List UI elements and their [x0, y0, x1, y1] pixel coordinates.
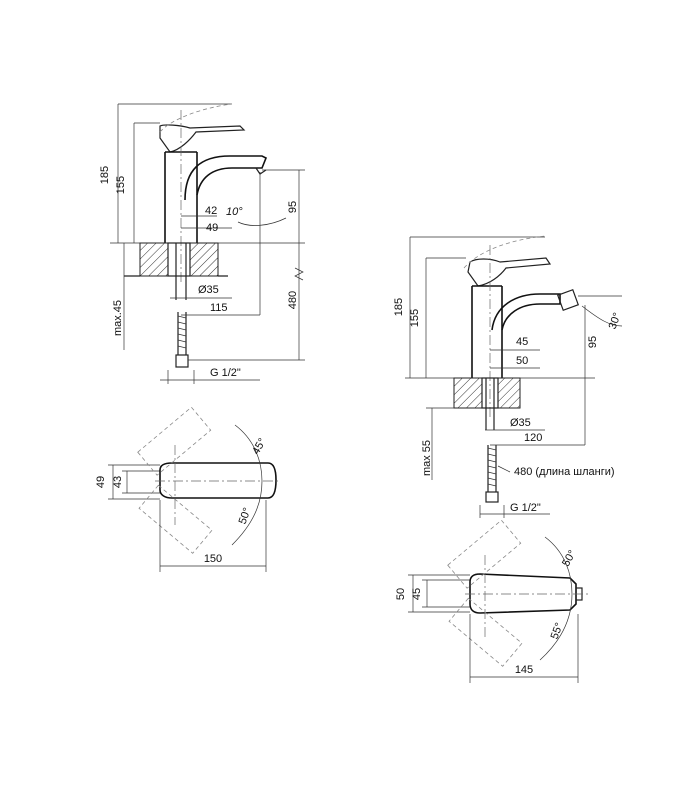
basin-dim-dia35: Ø35: [198, 284, 219, 296]
basin-dim-480: 480: [287, 291, 299, 309]
basin-dim-155: 155: [115, 176, 127, 194]
basin-top-angle-45: 45°: [250, 436, 269, 456]
bidet-faucet-top-view: [408, 519, 590, 683]
bidet-dim-thread: G 1/2": [510, 502, 541, 514]
basin-top-dim-49: 49: [95, 476, 107, 488]
bidet-faucet-side-view: [405, 235, 623, 518]
basin-dim-max45: max.45: [112, 300, 124, 336]
bidet-dim-hose: 480 (длина шланги): [514, 466, 615, 478]
bidet-dim-max55: max 55: [421, 440, 433, 476]
bidet-dim-50: 50: [516, 355, 528, 367]
bidet-top-dim-50: 50: [395, 588, 407, 600]
basin-top-dim-150: 150: [204, 553, 222, 565]
basin-top-dim-43: 43: [112, 476, 124, 488]
basin-top-angle-50: 50°: [237, 506, 254, 526]
bidet-dim-155: 155: [409, 309, 421, 327]
bidet-dim-95: 95: [587, 336, 599, 348]
basin-dim-49: 49: [206, 222, 218, 234]
bidet-dim-185: 185: [393, 298, 405, 316]
bidet-top-angle-55: 55°: [549, 621, 566, 641]
basin-dim-115: 115: [210, 302, 228, 314]
bidet-top-dim-145: 145: [515, 664, 533, 676]
bidet-dim-dia35: Ø35: [510, 417, 531, 429]
basin-faucet-side-view: [110, 103, 305, 384]
basin-dim-95: 95: [287, 201, 299, 213]
basin-dim-thread: G 1/2": [210, 367, 241, 379]
bidet-dim-45: 45: [516, 336, 528, 348]
bidet-top-dim-45: 45: [411, 588, 423, 600]
basin-dim-42: 42: [205, 205, 217, 217]
basin-dim-185: 185: [99, 166, 111, 184]
basin-dim-10deg: 10°: [226, 206, 243, 218]
bidet-angle-30: 30°: [607, 311, 624, 331]
basin-faucet-top-view: [108, 406, 280, 572]
bidet-dim-120: 120: [524, 432, 542, 444]
bidet-top-angle-50: 50°: [560, 548, 579, 568]
